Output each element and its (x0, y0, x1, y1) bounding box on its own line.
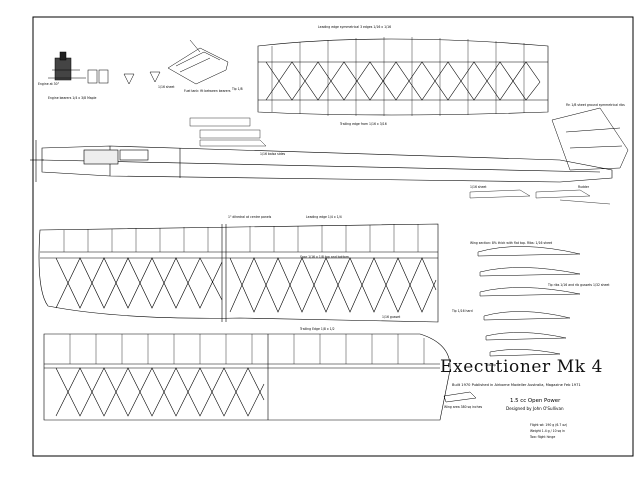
fuselage-side (30, 140, 613, 183)
wing-area-note: Wing area 380 sq inches (444, 405, 482, 409)
wing-le-note: Leading edge 1/4 x 1/4 (306, 215, 342, 219)
designer-line: Designed by John O'Sullivan (506, 406, 564, 411)
fuel-tank-note: Fuel tank: fit between bearers (184, 89, 231, 93)
stabilizer-ribs (271, 37, 525, 116)
gusset-wing-note: 1/16 gusset (382, 315, 401, 319)
gusset-note: 1/16 sheet (158, 85, 175, 89)
wing-tip-panel (43, 333, 451, 421)
tip-wedge-note: Tip 1/16 hard (451, 309, 473, 313)
stab-te-note: Trailing edge from 1/16 x 3/16 (339, 122, 387, 126)
wing-ribs-note: Wing section: 8% thick with flat top. Ri… (470, 241, 553, 245)
wing-plan (38, 223, 439, 323)
tow-hook-detail (443, 391, 477, 403)
rudder-sheet-note: 1/16 sheet (470, 185, 487, 189)
wing-dihedral-note: 1" dihedral at centre panels (228, 215, 272, 219)
fuselage-bay (189, 117, 267, 147)
engine-bearers-note: Engine bearers 1/4 x 3/8 Maple (48, 96, 96, 100)
fin-detail (551, 107, 629, 171)
credit-line: Built 1970 Published in Airborne Modelle… (452, 383, 581, 387)
wing-te-note: Trailing Edge 1/8 x 1/2 (299, 327, 335, 331)
rudder-note: Rudder (578, 185, 590, 189)
flight-weight-note: Flight wt: 190 g (6.7 oz) (530, 423, 567, 427)
fuselage-sides-note: 1/16 balsa sides (260, 152, 285, 156)
wing-ribs (63, 224, 419, 252)
rib-tip-note: Rib tip (486, 363, 496, 367)
tip-ribs (69, 334, 425, 364)
sheet-border (32, 16, 634, 457)
plan-title: Executioner Mk 4 (440, 357, 604, 377)
stabilizer-plan (257, 38, 549, 116)
tip-note: Tip 1/8 (231, 87, 243, 91)
pylon-detail (167, 39, 229, 85)
weight-note: Weight 1.4 g / 10 sq in (530, 429, 565, 433)
rudder-pieces (469, 189, 611, 205)
spar-note: Spar 1/16 x 1/8 top and bottom (300, 255, 349, 259)
small-gussets (87, 69, 161, 85)
engine-offset-note: Engine at 30° (38, 82, 60, 86)
rib-gussets-note: Tip ribs 1/16 and rib gussets 1/32 sheet (547, 283, 610, 287)
rib-sections (477, 246, 581, 357)
stab-le-note: Leading edge symmetrical 3 edges 1/16 x … (318, 25, 391, 29)
fin-note: Fin 1/8 sheet ground symmetrical ribs (566, 103, 625, 107)
class-line: 1.5 cc Open Power (510, 398, 561, 404)
tow-note: Tow: flight hinge (529, 435, 555, 439)
engine-detail (48, 51, 86, 81)
